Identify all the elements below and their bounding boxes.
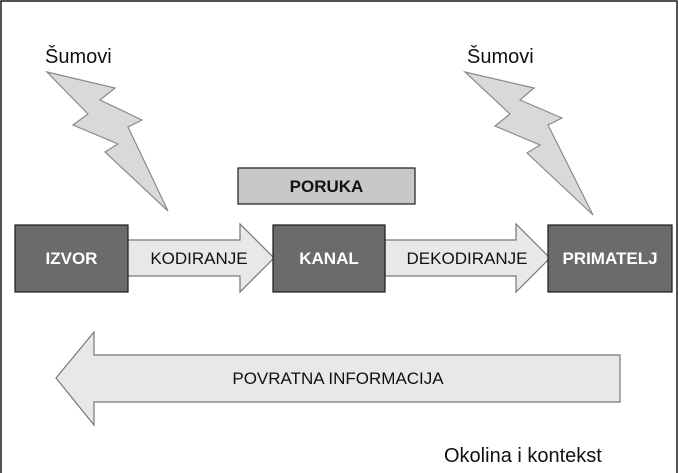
lightning-bolt-icon-left [45, 70, 169, 212]
source-label: IZVOR [46, 249, 98, 268]
decoding-arrow [384, 222, 551, 294]
receiver-box [547, 224, 673, 293]
feedback-arrow [55, 330, 621, 427]
source-box [14, 224, 129, 293]
message-box [237, 167, 416, 205]
receiver-label: PRIMATELJ [562, 249, 657, 268]
encoding-label: KODIRANJE [150, 249, 247, 268]
noise-label-right: Šumovi [467, 45, 534, 68]
encoding-arrow [126, 222, 275, 294]
feedback-label: POVRATNA INFORMACIJA [232, 369, 444, 388]
message-label: PORUKA [290, 177, 364, 196]
channel-box [272, 224, 386, 293]
lightning-bolt-icon-right [462, 70, 594, 216]
decoding-label: DEKODIRANJE [407, 249, 528, 268]
channel-label: KANAL [299, 249, 359, 268]
context-label: Okolina i kontekst [444, 445, 602, 467]
noise-label-left: Šumovi [45, 45, 112, 68]
